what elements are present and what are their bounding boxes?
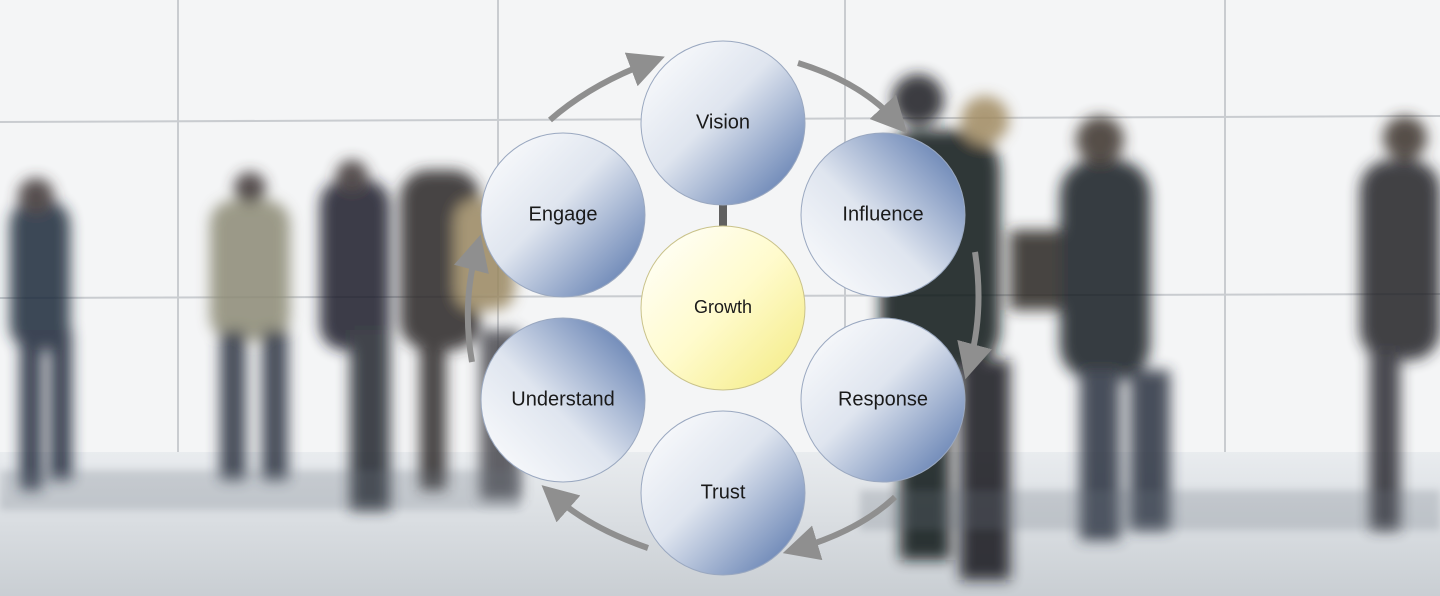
- node-label: Engage: [529, 203, 598, 225]
- node-response: Response: [800, 317, 966, 483]
- arrow-vision-to-influence: [797, 60, 908, 134]
- node-label: Understand: [511, 388, 614, 410]
- node-label: Trust: [701, 481, 746, 503]
- node-trust: Trust: [640, 410, 806, 576]
- node-label: Vision: [696, 111, 750, 133]
- node-label: Response: [838, 388, 928, 410]
- node-influence: Influence: [800, 132, 966, 298]
- arrow-response-to-trust: [782, 494, 898, 561]
- center-node-growth: Growth: [640, 225, 806, 391]
- node-understand: Understand: [480, 317, 646, 483]
- node-vision: Vision: [640, 40, 806, 206]
- node-engage: Engage: [480, 132, 646, 298]
- arrow-influence-to-response: [957, 251, 993, 380]
- arrow-trust-to-understand: [541, 485, 649, 551]
- center-label: Growth: [694, 297, 752, 317]
- arrow-understand-to-engage: [454, 234, 489, 363]
- node-label: Influence: [842, 203, 923, 225]
- arrow-engage-to-vision: [548, 52, 665, 123]
